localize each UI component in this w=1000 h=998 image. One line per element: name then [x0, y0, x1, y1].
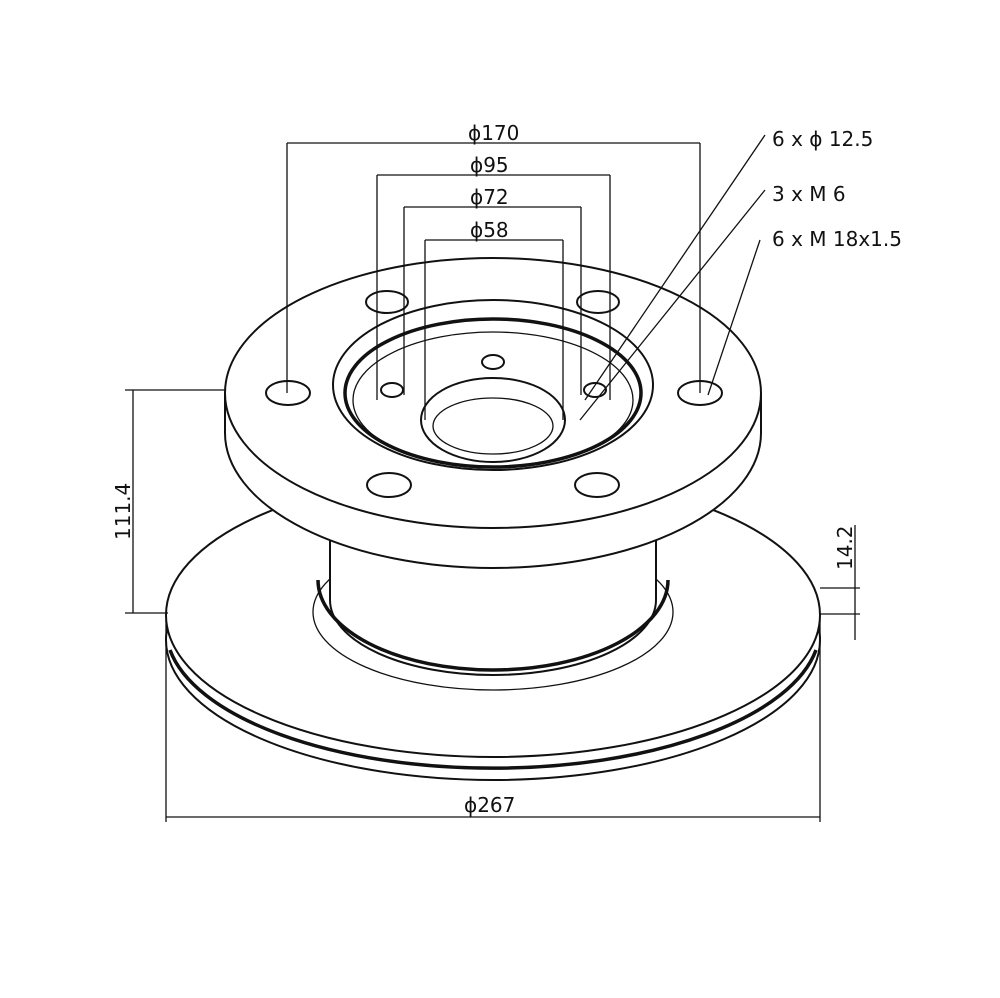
dim-height: 111.4 [111, 483, 135, 540]
bolt-holes [265, 290, 723, 498]
dim-267: ϕ267 [464, 793, 515, 817]
dimension-lines [125, 134, 860, 822]
dim-95: ϕ95 [470, 153, 509, 177]
dim-58: ϕ58 [470, 218, 509, 242]
flange [224, 257, 762, 569]
dim-72: ϕ72 [470, 185, 509, 209]
dim-170: ϕ170 [468, 121, 519, 145]
dim-thickness: 14.2 [833, 525, 857, 570]
callout-small-threads: 3 x M 6 [772, 182, 846, 206]
callout-wheel-studs: 6 x M 18x1.5 [772, 227, 902, 251]
callout-holes: 6 x ϕ 12.5 [772, 127, 873, 151]
